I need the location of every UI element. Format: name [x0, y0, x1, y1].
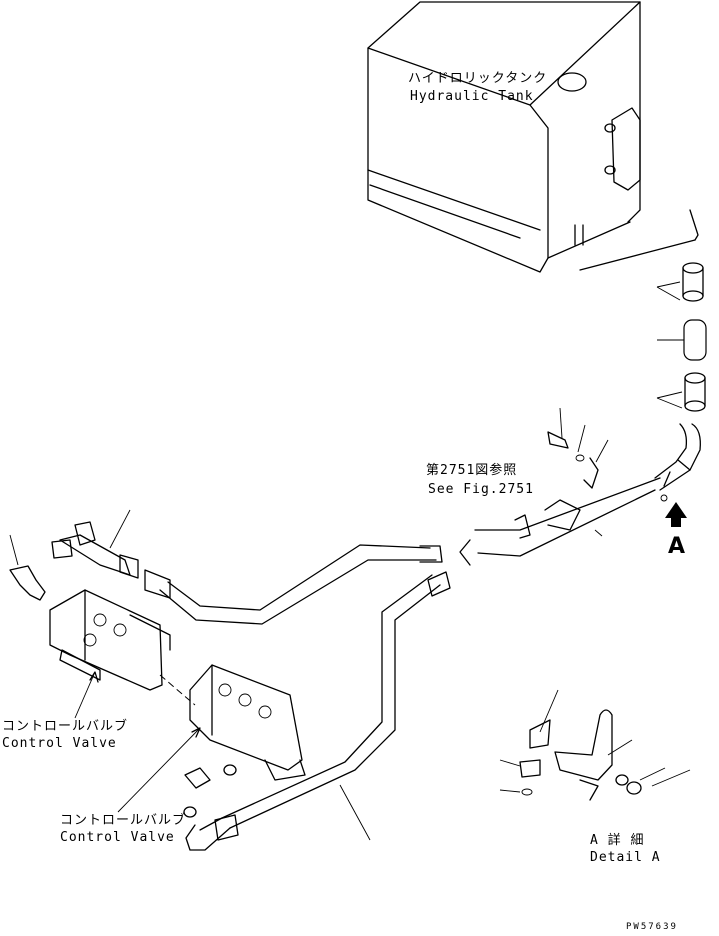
control-valve-1 — [49, 589, 196, 706]
lower-hose — [183, 571, 451, 851]
view-arrow-a — [665, 502, 687, 527]
drawing-number: PW57639 — [626, 922, 678, 932]
hydraulic-tank-label-en: Hydraulic Tank — [410, 89, 534, 104]
fasteners — [547, 407, 609, 489]
detail-a-label-jp: A 詳 細 — [590, 833, 645, 848]
leader-lines — [74, 671, 201, 813]
hydraulic-tank — [367, 1, 641, 273]
see-fig-label-en: See Fig.2751 — [428, 482, 534, 497]
detail-a-label-en: Detail A — [590, 850, 661, 865]
detail-a-view — [499, 689, 691, 801]
tank-return-hose-parts — [579, 209, 707, 502]
view-marker-label: A — [668, 534, 686, 559]
control-valve-2-label-jp: コントロールバルブ — [60, 813, 187, 828]
control-valve-1-label-jp: コントロールバルブ — [2, 719, 129, 734]
see-fig-label-jp: 第2751図参照 — [426, 463, 518, 478]
control-valve-1-label-en: Control Valve — [2, 736, 117, 751]
control-valve-2 — [184, 664, 306, 789]
valve-fittings — [9, 509, 139, 601]
control-valve-2-label-en: Control Valve — [60, 830, 175, 845]
return-pipe — [144, 477, 661, 625]
hydraulic-tank-label-jp: ハイドロリックタンク — [408, 71, 548, 86]
